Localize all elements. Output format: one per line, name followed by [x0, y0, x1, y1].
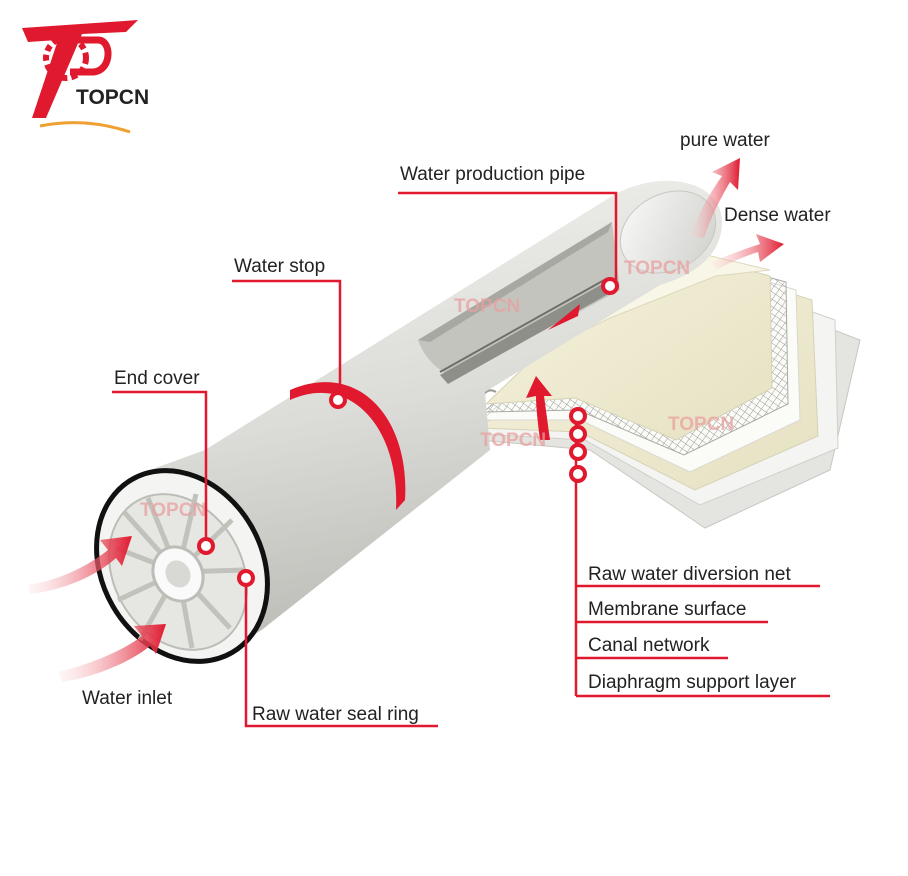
label-dense-water: Dense water [724, 205, 831, 226]
label-raw-water-diversion-net: Raw water diversion net [588, 564, 791, 585]
label-canal-network: Canal network [588, 635, 710, 656]
topcn-logo-icon [22, 20, 138, 134]
flow-arrow-icon [28, 158, 784, 682]
label-membrane-surface: Membrane surface [588, 599, 746, 620]
membrane-housing [94, 180, 722, 664]
brand-name: TOPCN [76, 86, 149, 109]
membrane-sheets [469, 243, 861, 529]
watermark-text: TOPCN [454, 296, 520, 317]
label-raw-water-seal-ring: Raw water seal ring [252, 704, 419, 725]
watermark-text: TOPCN [668, 414, 734, 435]
label-water-production-pipe: Water production pipe [400, 164, 585, 185]
label-end-cover: End cover [114, 368, 200, 389]
label-water-inlet: Water inlet [82, 688, 173, 709]
leader-dots [197, 277, 619, 587]
watermark-text: TOPCN [480, 430, 546, 451]
leader-lines [112, 191, 830, 728]
label-pure-water: pure water [680, 130, 770, 151]
label-water-stop: Water stop [234, 256, 325, 277]
label-diaphragm-support-layer: Diaphragm support layer [588, 672, 797, 693]
watermark-text: TOPCN [140, 500, 206, 521]
watermark-text: TOPCN [624, 258, 690, 279]
